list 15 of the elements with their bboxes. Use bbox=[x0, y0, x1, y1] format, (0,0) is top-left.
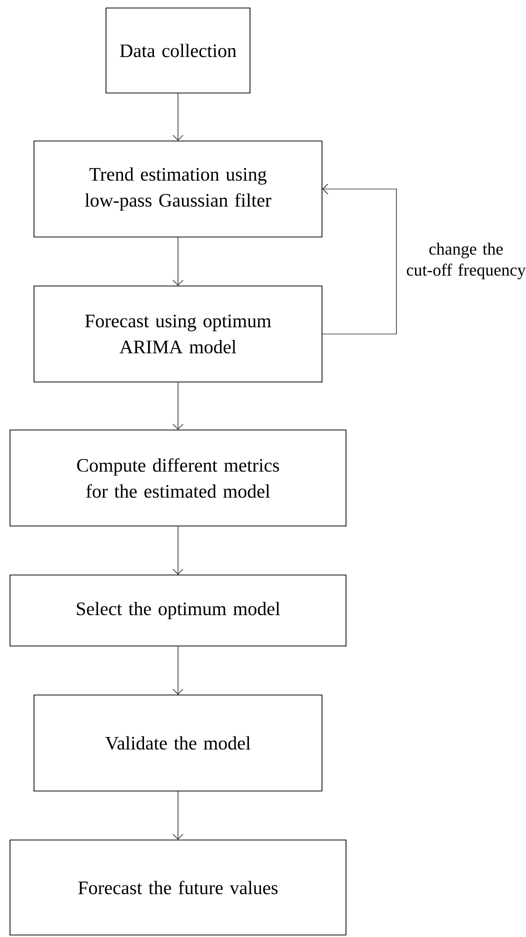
process-box: Compute different metrics for the estimated model bbox=[10, 430, 346, 526]
process-box: Trend estimation using low-pass Gaussian filter bbox=[34, 140, 322, 238]
process-box: Forecast using optimum ARIMA model bbox=[34, 286, 322, 382]
edge-label: change the cut-off frequency bbox=[406, 242, 526, 280]
process-box: Validate the model bbox=[34, 694, 322, 792]
arrow bbox=[172, 382, 184, 430]
process-box: Forecast the future values bbox=[10, 840, 346, 936]
arrow bbox=[172, 791, 184, 840]
arrow bbox=[172, 93, 184, 141]
arrow bbox=[172, 646, 184, 695]
feedback-arrow bbox=[322, 184, 397, 334]
process-box: Select the optimum model bbox=[10, 574, 346, 646]
arrow bbox=[172, 526, 184, 575]
process-box: Data collection bbox=[106, 8, 250, 94]
arrow bbox=[172, 237, 184, 286]
